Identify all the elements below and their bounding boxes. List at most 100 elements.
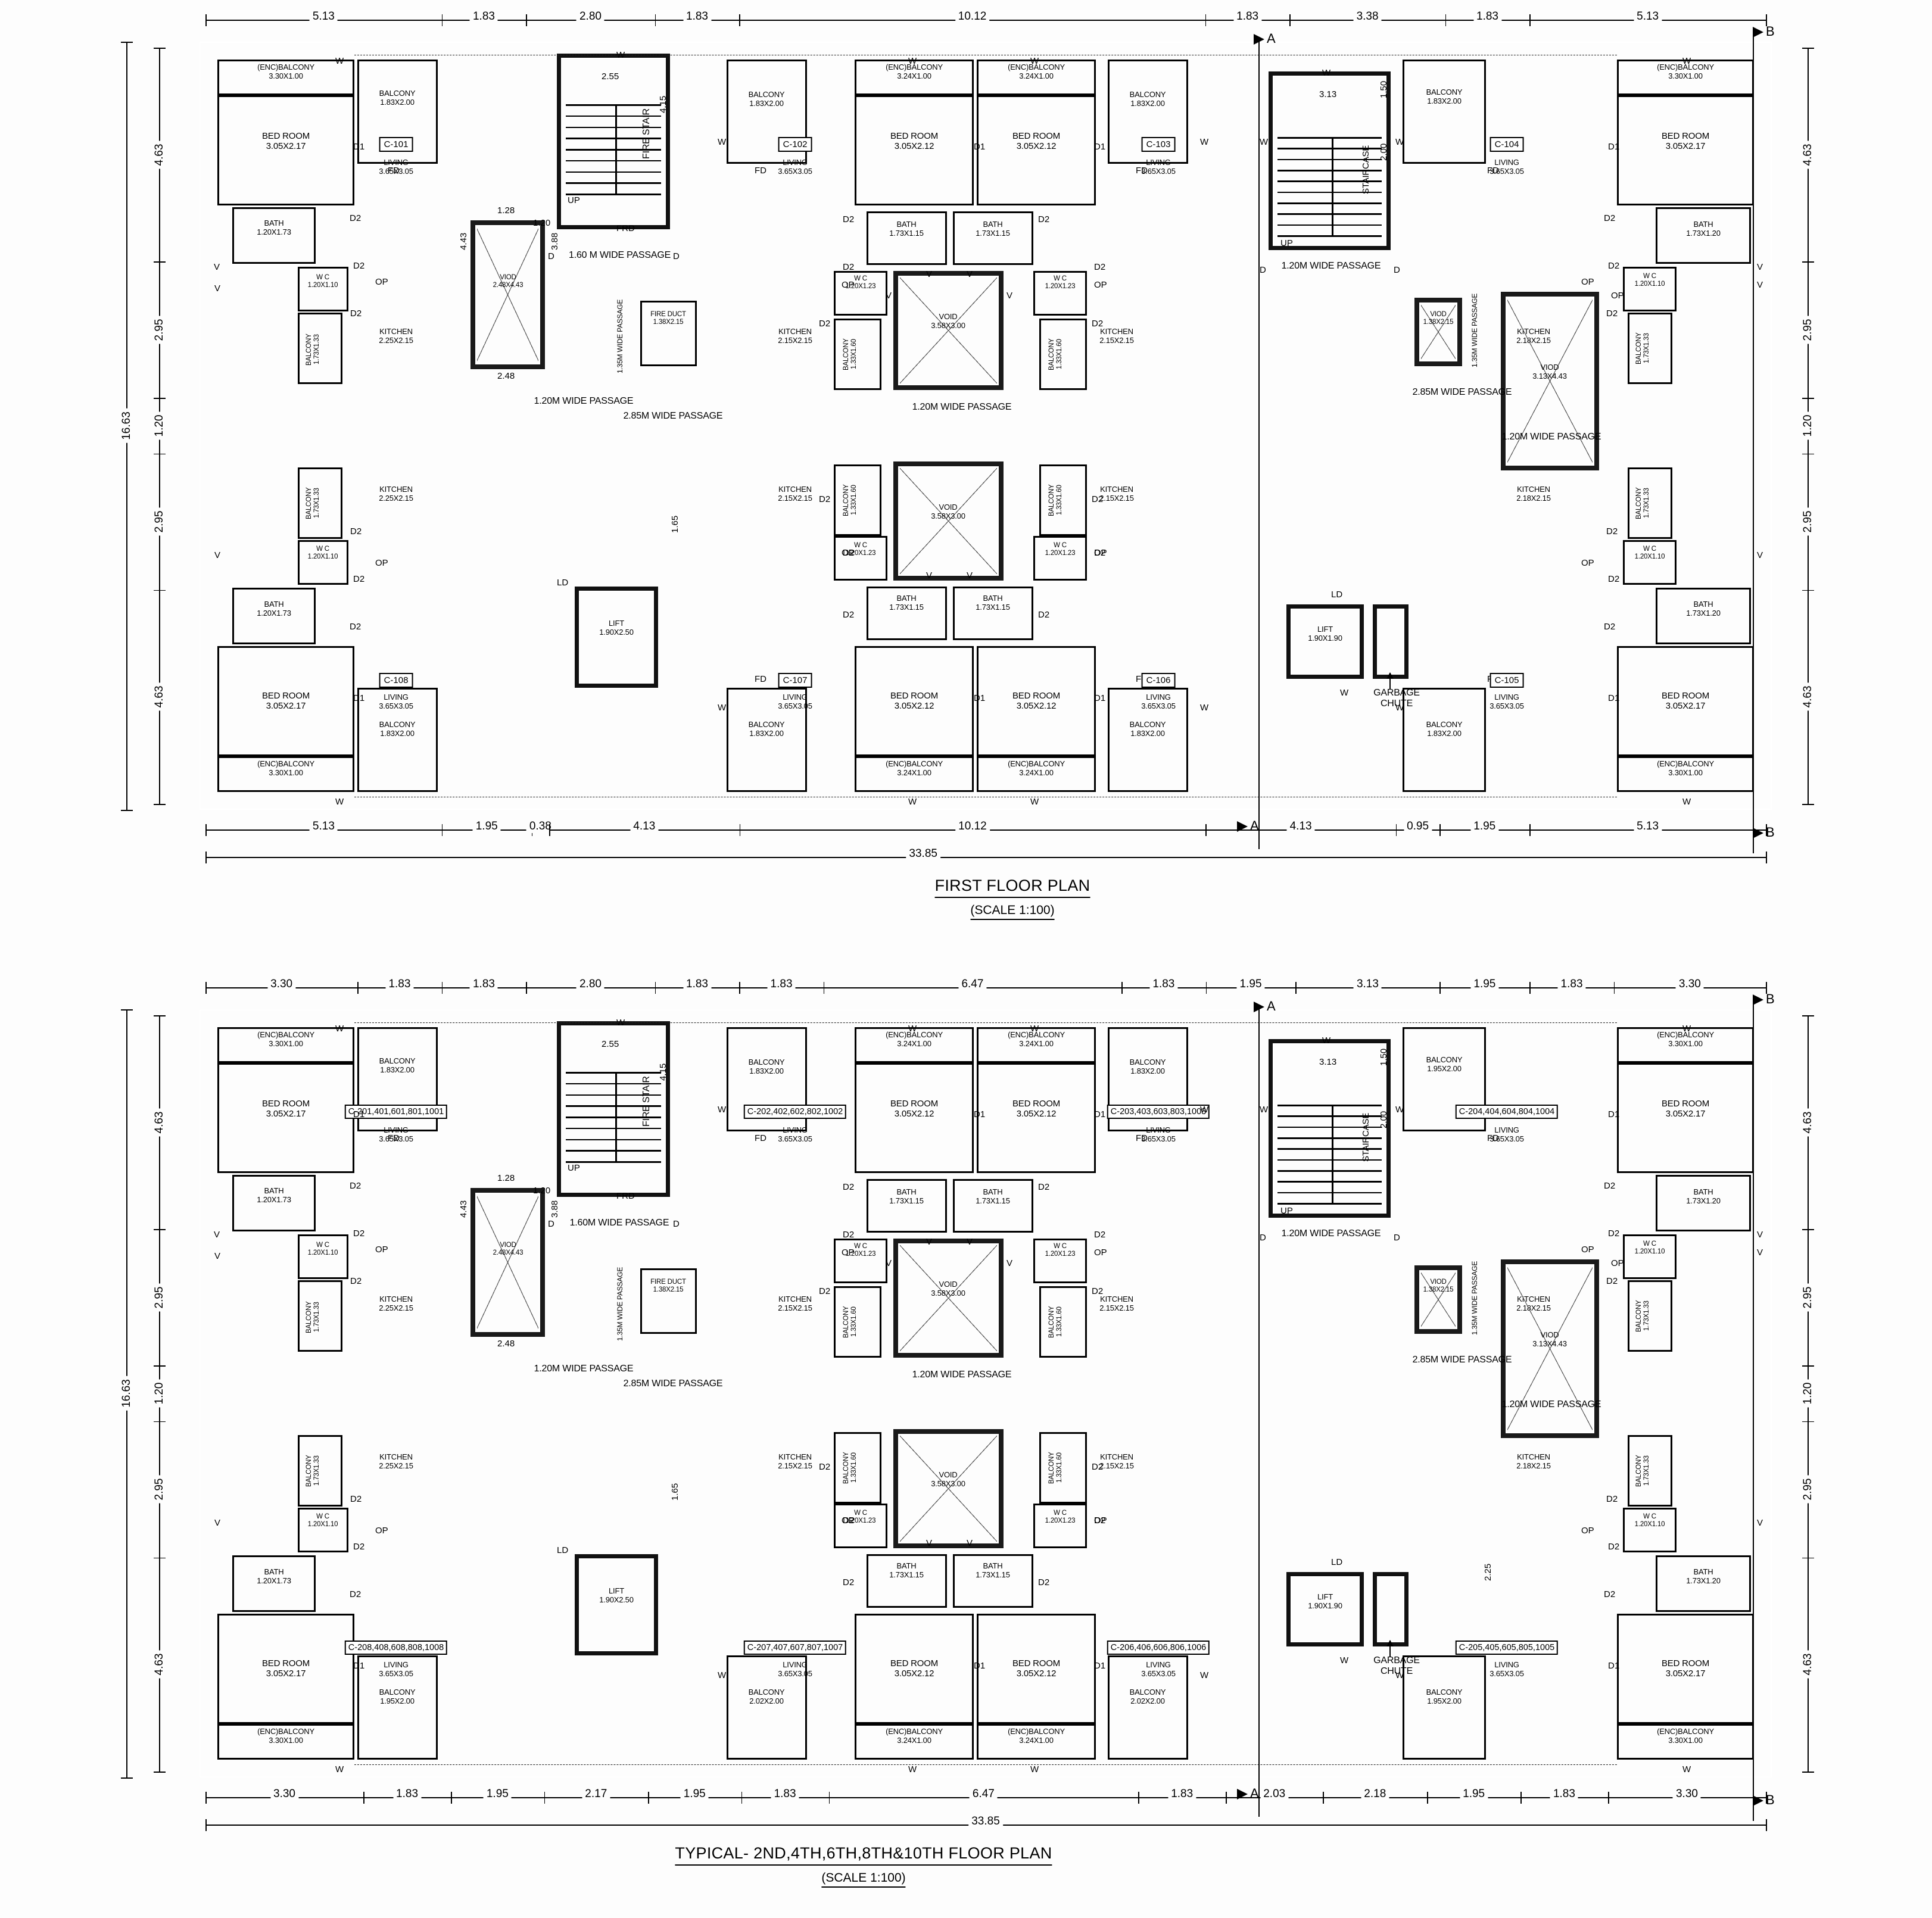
fire-stair-outline [557, 1021, 670, 1197]
balcony-rb2-name: BALCONY [1635, 1455, 1643, 1487]
void-small-name: VIOD [1430, 311, 1447, 318]
dimension-tick [154, 453, 166, 455]
mark-d2-c5: D2 [819, 1286, 831, 1296]
balcony-outline [1628, 313, 1672, 384]
dimension-value: 3.30 [270, 1788, 299, 1801]
mark-w-rt2: W [1682, 56, 1691, 66]
wc-outline [834, 271, 887, 316]
balcony-rt2-size: 1.73X1.33 [1643, 1301, 1651, 1331]
dimension-tick [1439, 824, 1441, 836]
section-arrow-icon [1237, 1789, 1248, 1800]
bed-room-outline [977, 1614, 1096, 1724]
inner-dim-1-50: 1.50 [1379, 80, 1389, 98]
section-line-a [1258, 1007, 1260, 1817]
bath-c3-size: 1.73X1.15 [889, 602, 924, 612]
mark-d1-c1: D1 [974, 142, 986, 152]
dimension-tick [154, 1365, 166, 1367]
inner-dim-4-15: 4.15 [658, 1063, 668, 1081]
inner-dim-2-48: 2.48 [497, 371, 515, 381]
balcony-outline [834, 1432, 881, 1504]
dimension-tick [655, 982, 656, 994]
inner-dim-4-15: 4.15 [658, 95, 668, 113]
mark-w-c3: W [1200, 137, 1209, 147]
living-c3-size: 3.65X3.05 [1141, 1134, 1176, 1143]
bed-room-c4-size: 3.05X2.12 [1016, 1668, 1057, 1679]
bed-room-rb-name: BED ROOM [1661, 691, 1710, 701]
dimension-value: 3.30 [1672, 1788, 1701, 1801]
mark-d2-rt3: D2 [1606, 308, 1618, 319]
dimension-tick [1766, 1819, 1767, 1831]
passage-2-85-right: 2.85M WIDE PASSAGE [1412, 1355, 1512, 1365]
mark-d1-c4: D1 [1094, 1661, 1106, 1671]
lift-left-size: 1.90X2.50 [599, 627, 634, 637]
enc-balcony-c3-name: (ENC)BALCONY [886, 1727, 943, 1736]
mark-d2-bl: D2 [350, 1589, 362, 1599]
mark-w-tc: W [718, 1105, 727, 1115]
dimension-value: 0.95 [1404, 820, 1432, 833]
balcony-outline [1108, 1027, 1188, 1131]
section-arrow-icon [1753, 994, 1763, 1006]
enc-balcony-c1-size: 3.24X1.00 [897, 71, 931, 80]
enc-balcony-outline [217, 756, 354, 792]
living-tc-name: LIVING [783, 158, 808, 167]
dimension-value: 3.30 [1675, 978, 1704, 991]
unit-code-tag: C-208,408,608,808,1008 [344, 1641, 448, 1655]
dimension-value: 2.80 [576, 978, 604, 991]
balcony-tc-name: BALCONY [748, 1058, 785, 1066]
void-shaft-right [1501, 1259, 1599, 1438]
living-c6-name: LIVING [1146, 1660, 1171, 1669]
bed-room-outline [977, 95, 1096, 205]
mark-d2-bl3: D2 [350, 1494, 362, 1504]
living-rb-size: 3.65X3.05 [1489, 1668, 1524, 1678]
mark-d2-bl3: D2 [350, 526, 362, 537]
bed-room-c4-size: 3.05X2.12 [1016, 701, 1057, 712]
unit-code-tag: C-103 [1141, 137, 1176, 152]
wc-outline [1033, 1239, 1087, 1283]
staircase-outline [1269, 71, 1391, 250]
kitchen-tl-name: KITCHEN [379, 327, 413, 336]
mark-frd: FRD [616, 223, 635, 233]
wc-rt-name: W C [1643, 1240, 1656, 1248]
garbage-chute-arrow-icon [1386, 1640, 1394, 1657]
dimension-value: 4.63 [153, 141, 166, 169]
bath-c4-size: 1.73X1.15 [976, 602, 1010, 612]
balcony-outline [727, 1655, 807, 1760]
kitchen-c3-name: KITCHEN [1100, 327, 1133, 336]
bath-c2-name: BATH [983, 220, 1003, 229]
balcony-rt-name: BALCONY [1426, 88, 1463, 96]
mark-d2-tl3: D2 [350, 1276, 362, 1286]
dimension-tick [1323, 1792, 1324, 1804]
bed-room-outline [217, 646, 354, 756]
unit-code-tag: C-106 [1141, 673, 1176, 688]
mark-up-staircase: UP [1280, 238, 1293, 248]
mark-d1-c2: D1 [1094, 142, 1106, 152]
enc-balcony-outline [977, 1027, 1096, 1063]
balcony-c3-size: 1.33X1.60 [850, 485, 858, 516]
stair-tread [566, 182, 661, 184]
balcony-tc-size: 1.83X2.00 [749, 1066, 784, 1075]
passage-1-20-right-2: 1.20M WIDE PASSAGE [1501, 1399, 1601, 1409]
dimension-tick [1226, 1792, 1227, 1804]
balcony-tc2-size: 1.83X2.00 [1130, 1066, 1165, 1075]
fire-stair-label: FIRE STAIR [641, 1076, 652, 1127]
mark-op-rt: OP [1581, 277, 1594, 287]
void-right-name: VIOD [1540, 363, 1559, 372]
bed-room-rb-size: 3.05X2.17 [1665, 701, 1706, 712]
bath-c3-name: BATH [896, 1561, 917, 1570]
mark-d2-rt2: D2 [1608, 261, 1620, 271]
mark-d2-c3: D2 [843, 1230, 855, 1240]
balcony-bc2-name: BALCONY [1129, 720, 1166, 729]
bath-c1-size: 1.73X1.15 [889, 1196, 924, 1205]
mark-d2-rb2: D2 [1608, 1542, 1620, 1552]
